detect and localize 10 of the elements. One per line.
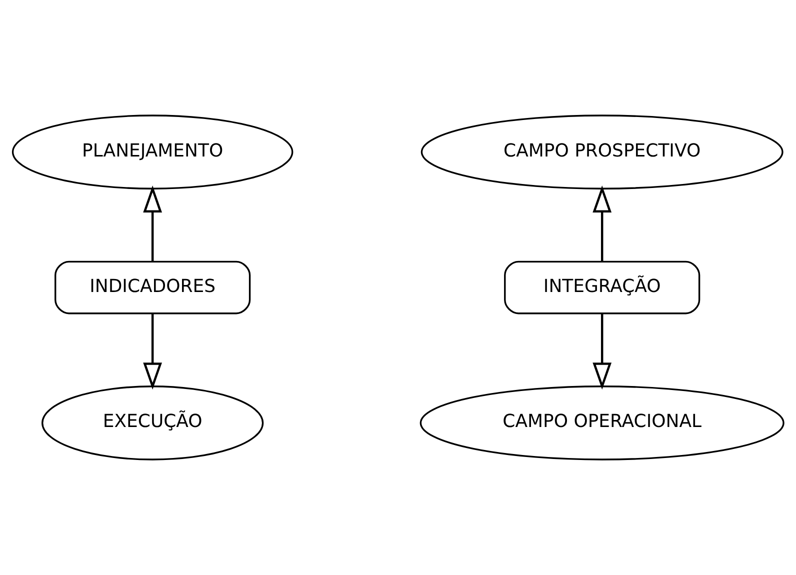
arrow bbox=[143, 185, 162, 262]
arrow bbox=[143, 313, 162, 390]
node-ellipse: EXECUÇÃO bbox=[42, 386, 264, 460]
arrow bbox=[592, 313, 612, 390]
node-box: INTEGRAÇÃO bbox=[504, 260, 700, 314]
arrow bbox=[592, 185, 612, 262]
node-ellipse: CAMPO OPERACIONAL bbox=[420, 386, 784, 460]
node-ellipse: PLANEJAMENTO bbox=[12, 114, 294, 190]
node-ellipse: CAMPO PROSPECTIVO bbox=[420, 114, 784, 190]
node-box: INDICADORES bbox=[54, 260, 251, 314]
